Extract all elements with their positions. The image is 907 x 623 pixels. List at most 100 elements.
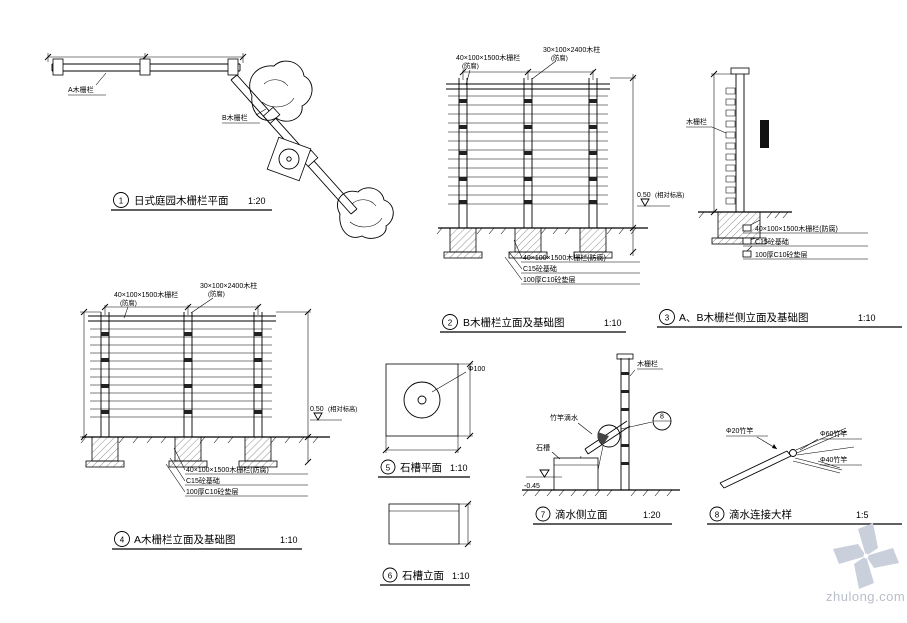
top-rail: [88, 315, 276, 322]
panel-side-elevation: 木栅栏 40×100×1500木栅栏(防腐) C15砼基础 100厚C10砼垫层…: [657, 67, 902, 328]
panel-trough-elevation: 6 石槽立面 1:10: [380, 500, 472, 586]
title-block-6: 6 石槽立面 1:10: [380, 567, 470, 586]
figure-number: 1: [119, 197, 124, 206]
note-row: C15砼基础: [755, 237, 789, 246]
detail-ref-number: 8: [660, 414, 664, 421]
post-note: 30×100×2400木柱: [200, 281, 257, 290]
title-block-2: 2 B木栅栏立面及基础图 1:10: [440, 314, 626, 333]
diameter-label: Φ100: [468, 366, 485, 373]
figure-number: 6: [388, 572, 393, 581]
panel-trough-plan: Φ100 5 石槽平面 1:10: [378, 360, 485, 478]
dimension-line: [80, 311, 101, 438]
figure-number: 8: [715, 511, 720, 520]
detail-reference-bubble: 8: [620, 411, 672, 431]
note-row: C15砼基础: [186, 476, 220, 485]
scale-label: 1:10: [604, 318, 622, 328]
foundation-notes: 40×100×1500木栅栏(防腐) C15砼基础 100厚C10砼垫层: [742, 219, 868, 260]
dimension-line: [459, 503, 471, 545]
post-note-sub: (防腐): [208, 289, 225, 298]
level-value: -0.45: [524, 483, 540, 490]
watermark-text: zhulong.com: [826, 589, 905, 604]
fence-b-label: B木栅栏: [222, 113, 248, 122]
level-note: (相对标高): [328, 404, 357, 413]
post-note: 30×100×2400木柱: [543, 45, 600, 54]
trough-bowl: [403, 381, 441, 419]
foundation: [717, 211, 761, 239]
joint-node: [789, 449, 797, 457]
post-plan: [262, 106, 281, 124]
post-cap: [616, 353, 634, 360]
post: [620, 358, 630, 490]
post-plan: [227, 58, 239, 76]
scale-label: 1:10: [858, 313, 876, 323]
note-row: 100厚C10砼垫层: [523, 275, 576, 284]
figure-title: A、B木栅栏侧立面及基础图: [679, 311, 809, 324]
title-block-4: 4 A木栅栏立面及基础图 1:10: [112, 531, 302, 550]
dia-note: Φ20竹竿: [726, 426, 753, 435]
foundation-notes: 40×100×1500木栅栏(防腐) C15砼基础 100厚C10砼垫层: [504, 239, 640, 285]
note-row: 100厚C10砼垫层: [755, 250, 808, 259]
slat-note-sub: (防腐): [120, 298, 137, 307]
slat-note-sub: (防腐): [462, 61, 479, 70]
figure-number: 7: [541, 511, 546, 520]
bamboo-main: [719, 450, 792, 489]
level-mark: -0.45: [524, 469, 562, 490]
panel-plan-view: A木栅栏 B木栅栏 1 日式庭园木栅栏平面 1:20: [44, 53, 394, 239]
slats: [90, 328, 272, 418]
level-note: (相对标高): [655, 190, 684, 199]
slats: [448, 95, 608, 205]
level-mark: 0.50 (相对标高): [637, 190, 684, 207]
panel-drip-detail: Φ20竹竿 Φ60竹竿 Φ40竹竿 8 滴水连接大样 1:5: [707, 426, 902, 525]
foundation: [449, 227, 477, 253]
scale-label: 1:5: [856, 510, 869, 520]
figure-title: B木栅栏立面及基础图: [463, 316, 565, 329]
slat-note: 40×100×1500木栅栏: [456, 53, 520, 62]
scale-label: 1:10: [280, 535, 298, 545]
figure-title: 石槽平面: [400, 462, 442, 474]
figure-number: 2: [448, 319, 453, 328]
foundation: [91, 436, 119, 462]
posts: [100, 312, 263, 437]
zhulong-logo: [833, 523, 899, 589]
trough-elevation: [388, 503, 460, 545]
bamboo-label: 竹竿滴水: [550, 413, 578, 422]
dimension-line: [385, 436, 459, 453]
dia-note: Φ40竹竿: [820, 455, 847, 464]
title-block-3: 3 A、B木栅栏侧立面及基础图 1:10: [657, 309, 902, 328]
panel-drip-side: 木栅栏 竹竿滴水 石槽 -0.45 8 7 滴水侧立面: [522, 353, 680, 525]
slat-note: 40×100×1500木栅栏: [114, 290, 178, 299]
note-row: 40×100×1500木栅栏(防腐): [523, 253, 606, 262]
panel-elevation-b: 40×100×1500木栅栏 (防腐) 30×100×2400木柱 (防腐) 0…: [436, 45, 684, 333]
trough-outline: [385, 363, 459, 437]
watermark: zhulong.com: [826, 523, 905, 604]
figure-title: 滴水侧立面: [555, 508, 608, 521]
dimension-line: [462, 70, 594, 80]
scale-label: 1:20: [248, 196, 266, 206]
top-rail: [446, 83, 610, 90]
title-block-1: 1 日式庭园木栅栏平面 1:20: [111, 192, 272, 211]
post-cap: [730, 67, 750, 75]
scale-label: 1:10: [450, 463, 468, 473]
panel-elevation-a: 40×100×1500木栅栏 (防腐) 30×100×2400木柱 (防腐) 0…: [80, 281, 357, 550]
post-plan: [139, 58, 151, 76]
dimension-line: [458, 363, 473, 437]
note-row: C15砼基础: [523, 264, 557, 273]
note-row: 100厚C10砼垫层: [186, 487, 239, 496]
dimension-line: [610, 74, 636, 256]
figure-number: 5: [386, 464, 391, 473]
title-block-5: 5 石槽平面 1:10: [378, 459, 470, 478]
scale-label: 1:10: [452, 571, 470, 581]
level-value: 0.50: [637, 192, 651, 199]
post-note-sub: (防腐): [551, 53, 568, 62]
rock: [249, 60, 313, 122]
section-marker: [760, 120, 769, 148]
slat-sections: [725, 87, 736, 205]
figure-title: 日式庭园木栅栏平面: [134, 194, 229, 207]
fence-label: 木栅栏: [637, 359, 658, 368]
stone-trough: [553, 457, 599, 491]
dia-note: Φ60竹竿: [820, 429, 847, 438]
post-plan: [52, 58, 64, 76]
dimension-line: [104, 305, 259, 315]
